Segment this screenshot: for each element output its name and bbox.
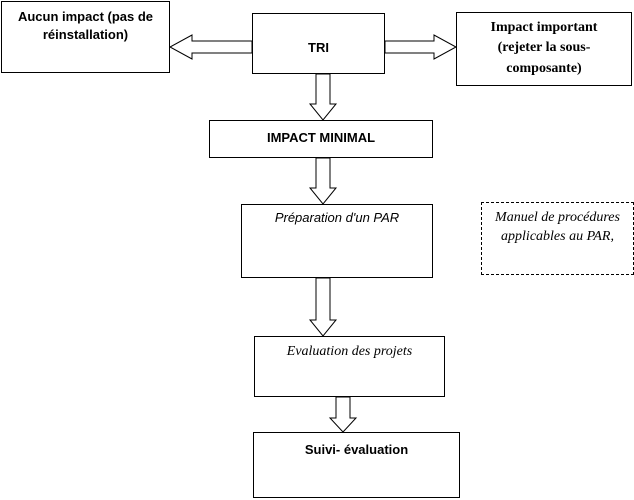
- node-no-impact: Aucun impact (pas de réinstallation): [1, 1, 170, 73]
- node-major-impact-label: Impact important (rejeter la sous- compo…: [490, 20, 598, 76]
- node-major-impact: Impact important (rejeter la sous- compo…: [456, 12, 632, 86]
- arrow-tri-to-no-impact: [168, 34, 253, 60]
- node-monitoring-label: Suivi- évaluation: [304, 442, 409, 457]
- arrow-evaluation-to-monitoring: [328, 396, 358, 433]
- node-minimal-impact: IMPACT MINIMAL: [209, 120, 433, 158]
- node-tri-label: TRI: [308, 40, 329, 55]
- node-procedures-manual: Manuel de procédures applicables au PAR,: [481, 202, 634, 275]
- arrow-tri-to-major-impact: [384, 34, 458, 60]
- node-project-evaluation: Evaluation des projets: [254, 336, 445, 397]
- arrow-par-to-evaluation: [308, 277, 338, 337]
- node-no-impact-label: Aucun impact (pas de réinstallation): [17, 9, 154, 42]
- node-par-preparation: Préparation d'un PAR: [241, 204, 433, 278]
- arrow-minimal-to-par: [308, 157, 338, 205]
- node-minimal-impact-label: IMPACT MINIMAL: [266, 130, 376, 145]
- node-tri: TRI: [252, 13, 385, 74]
- node-procedures-manual-label: Manuel de procédures applicables au PAR,: [495, 210, 620, 244]
- node-par-preparation-label: Préparation d'un PAR: [274, 210, 400, 225]
- node-project-evaluation-label: Evaluation des projets: [286, 344, 413, 359]
- arrow-tri-to-minimal-impact: [308, 73, 338, 121]
- node-monitoring: Suivi- évaluation: [253, 432, 460, 498]
